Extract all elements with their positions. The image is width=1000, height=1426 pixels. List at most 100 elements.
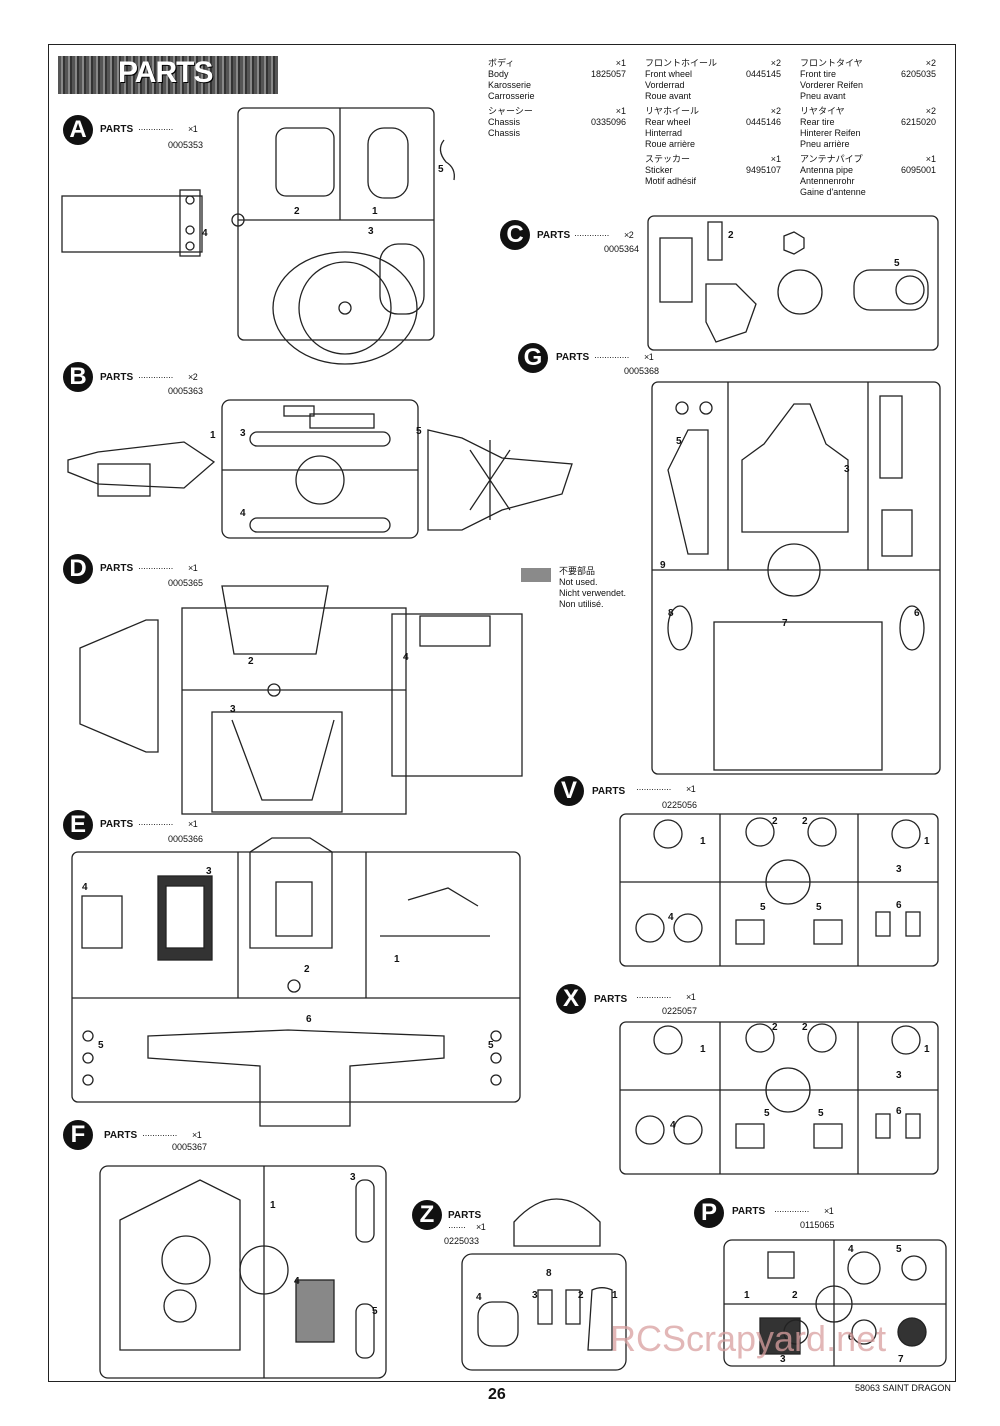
list-name: Rear tire xyxy=(800,117,835,127)
tree-code-a: 0005353 xyxy=(168,140,204,150)
tree-qty-x: ×1 xyxy=(686,992,696,1002)
tree-code-z: 0225033 xyxy=(444,1236,480,1246)
tree-dots-p: ·············· xyxy=(774,1206,809,1216)
list-name: Sticker xyxy=(645,165,673,175)
part-number: 2 xyxy=(578,1290,584,1301)
legend-line: Nicht verwendet. xyxy=(559,588,627,598)
part-number: 1 xyxy=(744,1290,750,1301)
part-number: 4 xyxy=(476,1292,482,1303)
tree-qty-z: ×1 xyxy=(476,1222,486,1232)
part-number: 9 xyxy=(660,560,666,571)
tree-dots-d: ·············· xyxy=(138,563,173,573)
sprue-tree-b xyxy=(67,399,573,539)
part-number: 2 xyxy=(802,1022,808,1033)
tree-code-b: 0005363 xyxy=(168,386,204,396)
tree-dots-e: ·············· xyxy=(138,819,173,829)
list-jp: フロントタイヤ xyxy=(800,58,863,68)
part-number: 5 xyxy=(372,1306,378,1317)
part-number: 1 xyxy=(700,836,706,847)
list-name: Gaine d'antenne xyxy=(800,187,866,197)
part-number: 2 xyxy=(772,1022,778,1033)
part-number: 2 xyxy=(772,816,778,827)
tree-badge-z: Z xyxy=(412,1200,442,1230)
part-number: 2 xyxy=(294,206,300,217)
tree-label-d: PARTS xyxy=(100,563,134,574)
part-number: 6 xyxy=(914,608,920,619)
part-number: 3 xyxy=(844,464,850,475)
part-number: 3 xyxy=(896,1070,902,1081)
list-code: 0445146 xyxy=(745,117,781,127)
tree-label-z: PARTS xyxy=(448,1210,482,1221)
list-jp: シャーシー xyxy=(488,106,533,116)
list-name: Antennenrohr xyxy=(800,176,855,186)
page-number: 26 xyxy=(488,1386,506,1403)
list-jp: フロントホイール xyxy=(645,58,718,68)
list-code: 1825057 xyxy=(590,69,626,79)
list-jp: リヤホイール xyxy=(645,106,700,116)
sprue-tree-p xyxy=(723,1239,947,1367)
tree-code-v: 0225056 xyxy=(662,800,698,810)
part-number: 5 xyxy=(818,1108,824,1119)
part-number: 4 xyxy=(82,882,88,893)
tree-code-e: 0005366 xyxy=(168,834,204,844)
tree-code-g: 0005368 xyxy=(624,366,660,376)
tree-badge-b: B xyxy=(63,362,93,392)
part-number: 5 xyxy=(896,1244,902,1255)
part-number: 4 xyxy=(294,1276,300,1287)
list-name: Front tire xyxy=(800,69,837,79)
tree-label-a: PARTS xyxy=(100,124,134,135)
tree-qty-b: ×2 xyxy=(188,372,198,382)
part-number: 6 xyxy=(896,1106,902,1117)
legend-line: Non utilisé. xyxy=(559,599,604,609)
part-number: 4 xyxy=(668,912,674,923)
list-qty: ×1 xyxy=(925,154,936,164)
tree-label-x: PARTS xyxy=(594,994,628,1005)
part-number: 8 xyxy=(668,608,674,619)
list-name: Pneu avant xyxy=(800,91,846,101)
part-number: 3 xyxy=(368,226,374,237)
part-number: 1 xyxy=(394,954,400,965)
sprue-tree-c xyxy=(647,215,939,351)
part-number: 7 xyxy=(898,1354,904,1365)
tree-label-e: PARTS xyxy=(100,819,134,830)
list-code: 6215020 xyxy=(900,117,936,127)
tree-code-d: 0005365 xyxy=(168,578,204,588)
page-title: PARTS xyxy=(118,56,213,89)
part-number: 1 xyxy=(924,836,930,847)
tree-dots-c: ·············· xyxy=(574,230,609,240)
list-name: Vorderrad xyxy=(645,80,685,90)
tree-qty-p: ×1 xyxy=(824,1206,834,1216)
part-number: 1 xyxy=(372,206,378,217)
tree-badge-v: V xyxy=(554,776,584,806)
list-name: Chassis xyxy=(488,128,521,138)
tree-badge-p: P xyxy=(694,1198,724,1228)
part-number: 1 xyxy=(700,1044,706,1055)
part-number: 6 xyxy=(306,1014,312,1025)
tree-badge-f: F xyxy=(63,1120,93,1150)
tree-code-x: 0225057 xyxy=(662,1006,698,1016)
list-qty: ×1 xyxy=(770,154,781,164)
list-qty: ×1 xyxy=(615,58,626,68)
part-number: 2 xyxy=(802,816,808,827)
tree-code-c: 0005364 xyxy=(604,244,640,254)
tree-label-c: PARTS xyxy=(537,230,571,241)
sprue-tree-d xyxy=(79,585,523,815)
part-number: 3 xyxy=(532,1290,538,1301)
part-number: 2 xyxy=(728,230,734,241)
part-number: 7 xyxy=(782,618,788,629)
part-number: 4 xyxy=(848,1244,854,1255)
part-number: 3 xyxy=(896,864,902,875)
tree-dots-f: ·············· xyxy=(142,1130,177,1140)
list-name: Motif adhésif xyxy=(645,176,697,186)
list-jp: ステッカー xyxy=(645,154,691,164)
sprue-tree-z xyxy=(461,1198,627,1371)
tree-badge-e: E xyxy=(63,810,93,840)
tree-badge-a: A xyxy=(63,115,93,145)
tree-qty-a: ×1 xyxy=(188,124,198,134)
list-qty: ×2 xyxy=(925,58,936,68)
tree-dots-b: ·············· xyxy=(138,372,173,382)
